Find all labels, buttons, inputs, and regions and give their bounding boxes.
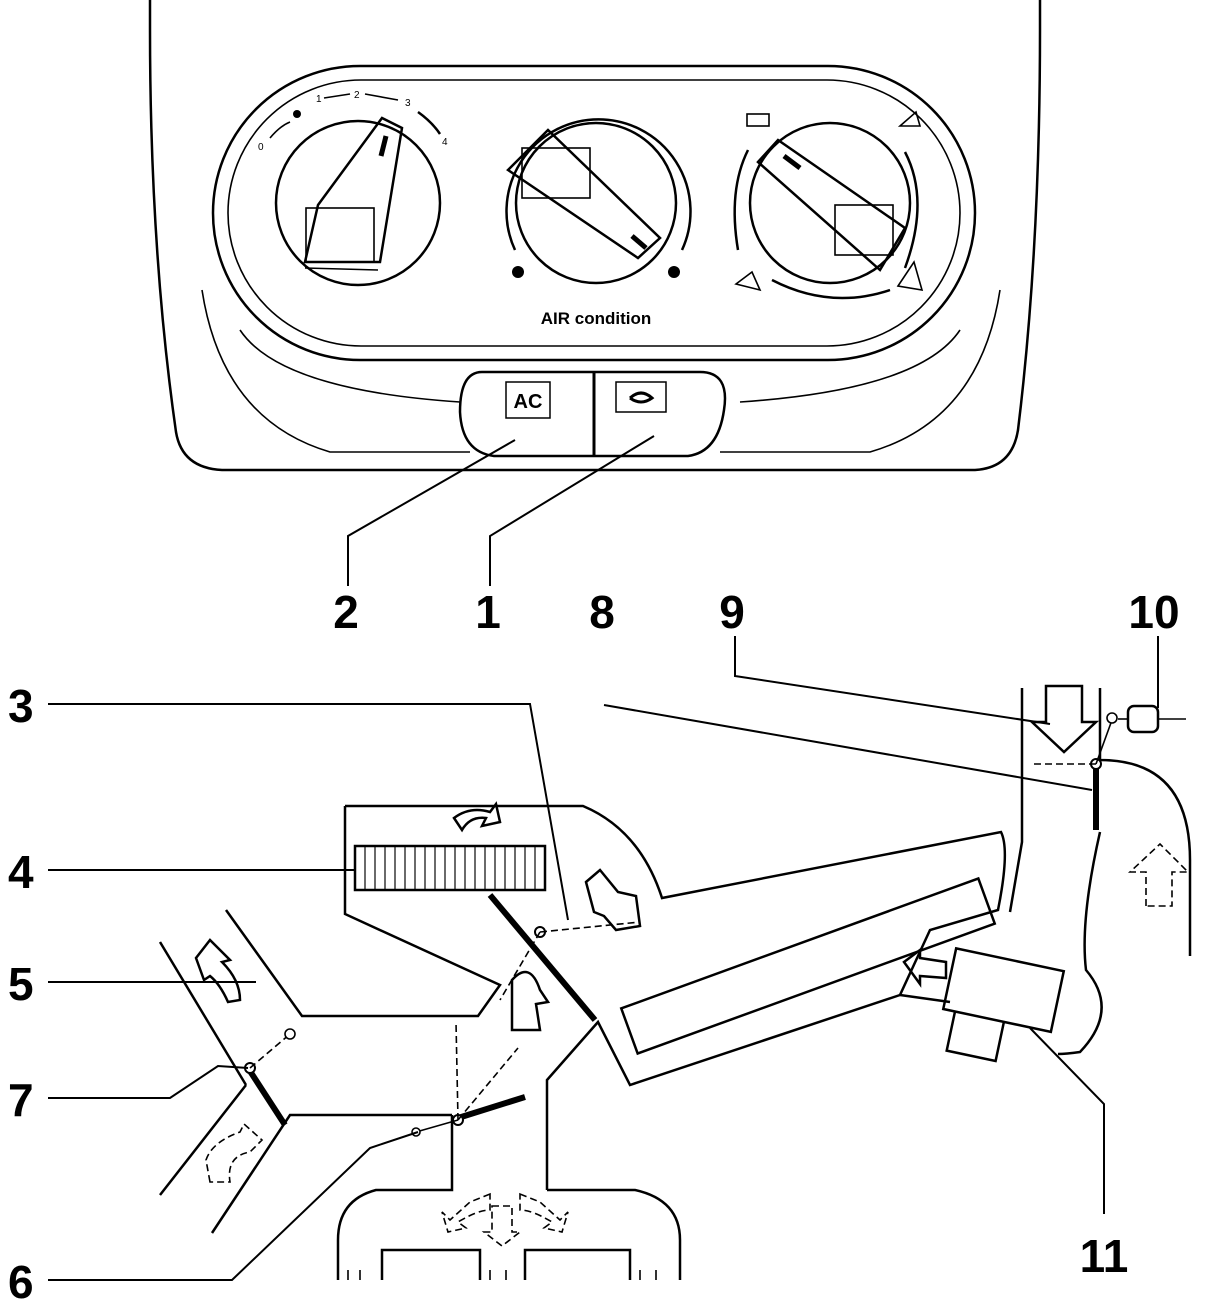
fan-scale-3: 3: [405, 98, 411, 109]
face-and-foot-icon: [896, 260, 924, 291]
callout-10: 10: [1128, 586, 1179, 638]
callout-1: 1: [475, 586, 501, 638]
recirculated-air-arrow: [1127, 842, 1190, 907]
panel-label: AIR condition: [541, 309, 651, 328]
fresh-air-arrow: [1028, 684, 1100, 754]
ac-button[interactable]: AC: [505, 381, 551, 419]
fan-icon: [293, 110, 301, 118]
callout-3: 3: [8, 680, 34, 732]
fan-scale-1: 1: [316, 94, 322, 105]
footwell-right-arrow: [519, 1192, 569, 1233]
callout-2: 2: [333, 586, 359, 638]
footwell-center-arrow: [481, 1205, 523, 1248]
warm-air-arrow: [584, 868, 642, 932]
intake-to-blower-arrow: [902, 947, 948, 988]
blower-fan: [941, 946, 1066, 1063]
button-strip: AC: [458, 370, 727, 458]
footwell-left-arrow: [441, 1192, 491, 1233]
hot-dot-icon: [668, 266, 680, 278]
defrost-dashed-arrow: [205, 1122, 264, 1183]
callout-6: 6: [8, 1256, 34, 1304]
air-distribution-knob[interactable]: [733, 110, 924, 300]
callout-11: 11: [1080, 1230, 1129, 1282]
callout-4: 4: [8, 846, 34, 898]
fan-scale-2: 2: [354, 90, 360, 101]
face-vent-icon: [897, 110, 922, 127]
fan-speed-knob[interactable]: [274, 116, 442, 287]
fan-scale-0: 0: [258, 142, 264, 153]
cold-dot-icon: [512, 266, 524, 278]
heater-core: [355, 846, 545, 890]
ac-button-label: AC: [514, 391, 543, 413]
fan-scale: 0 1 2 3 4: [258, 90, 448, 153]
callout-5: 5: [8, 958, 34, 1010]
callout-7: 7: [8, 1074, 34, 1126]
footwell-icon: [734, 270, 762, 292]
vacuum-actuator: [1118, 704, 1186, 734]
recirculation-button[interactable]: [615, 381, 667, 413]
air-to-windscreen-arrow: [194, 938, 242, 1004]
control-panel: 0 1 2 3 4: [148, 0, 1042, 472]
callout-8: 8: [589, 586, 615, 638]
callout-labels: 2 1 8 9 10 3 4 5 7 6 11: [8, 586, 1180, 1304]
air-to-footwell-arrow: [510, 970, 551, 1032]
heater-flow-arrow: [452, 801, 502, 833]
recirculation-icon: [628, 391, 655, 404]
callout-9: 9: [719, 586, 745, 638]
duct-system: [158, 684, 1192, 1280]
evaporator: [619, 876, 997, 1056]
footwell-flap: [457, 1094, 526, 1121]
leader-lines: [48, 435, 1159, 1281]
defrost-icon: [746, 113, 770, 127]
defrost-flap: [245, 1066, 288, 1127]
fan-scale-4: 4: [442, 137, 448, 148]
mixing-flap: [487, 893, 598, 1022]
temperature-knob[interactable]: [505, 118, 692, 285]
